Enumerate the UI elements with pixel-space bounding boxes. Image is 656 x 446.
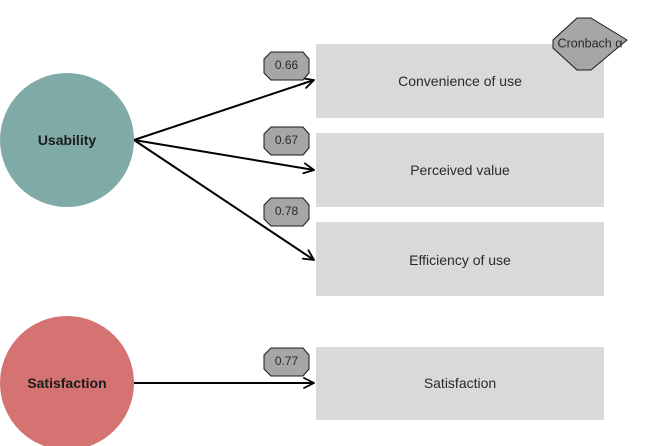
alpha-badge-efficiency: 0.78 [263,197,310,227]
indicator-box-convenience [316,44,604,118]
legend-label: Cronbach α [558,36,623,50]
alpha-badge-convenience: 0.66 [263,51,310,81]
alpha-badge-satisfaction: 0.77 [263,347,310,377]
indicator-box-satisfaction [316,347,604,420]
latent-satisfaction-label: Satisfaction [27,375,106,391]
alpha-badge-perceived-value: 0.67 [263,126,310,156]
indicator-box-efficiency [316,222,604,296]
alpha-value-satisfaction: 0.77 [275,354,299,368]
alpha-value-convenience: 0.66 [275,58,299,72]
latent-usability-circle [0,73,134,207]
indicator-label-convenience: Convenience of use [398,73,522,89]
latent-usability-label: Usability [38,132,97,148]
alpha-value-perceived-value: 0.67 [275,133,299,147]
alpha-value-efficiency: 0.78 [275,204,299,218]
indicator-label-satisfaction: Satisfaction [424,375,496,391]
path-arrow-usability-convenience [133,77,315,141]
legend-diamond [552,17,628,71]
indicator-box-perceived-value [316,133,604,207]
latent-satisfaction-circle [0,316,134,446]
path-arrow-usability-efficiency [133,139,315,261]
indicator-label-efficiency: Efficiency of use [409,252,511,268]
indicator-label-perceived-value: Perceived value [410,162,510,178]
path-arrow-usability-perceived-value [133,139,315,175]
